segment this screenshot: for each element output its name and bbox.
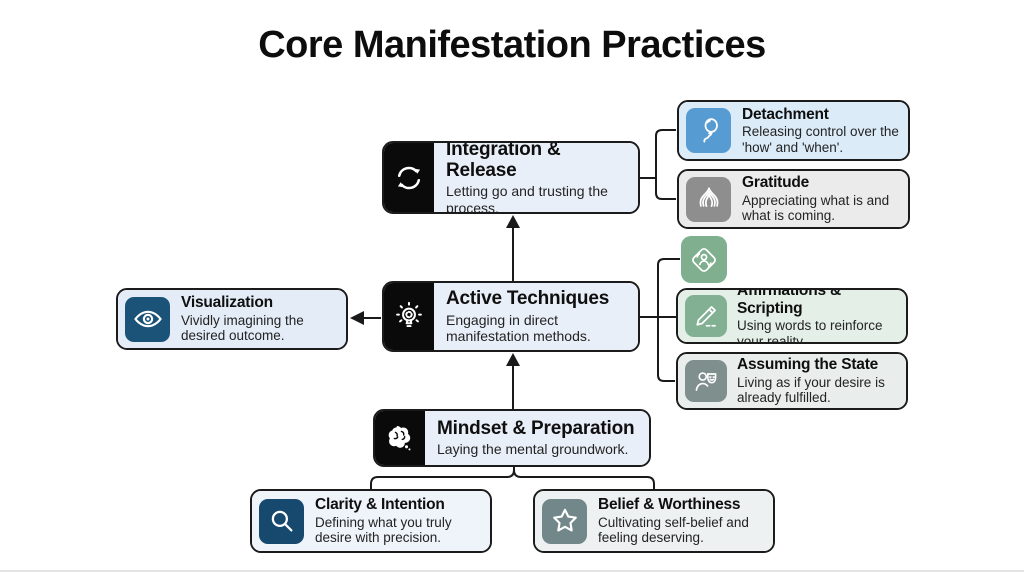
splitter-mindset bbox=[370, 467, 655, 489]
node-desc: Appreciating what is and what is coming. bbox=[742, 192, 890, 224]
arrowhead-up-1 bbox=[506, 215, 520, 228]
node-title: Detachment bbox=[742, 105, 829, 123]
node-title: Integration & Release bbox=[446, 141, 561, 181]
node-body: Visualization Vividly imagining the desi… bbox=[118, 290, 346, 348]
magnifier-icon bbox=[259, 498, 304, 544]
node-body: Clarity & Intention Defining what you tr… bbox=[252, 491, 490, 551]
person-cycle-icon bbox=[681, 236, 727, 283]
node-assuming-the-state: Assuming the State Living as if your des… bbox=[676, 352, 908, 410]
node-desc: Defining what you truly desire with prec… bbox=[315, 514, 452, 546]
mask-person-icon bbox=[685, 360, 727, 402]
node-title: Affirmations & Scripting bbox=[737, 288, 841, 317]
refresh-cycle-icon bbox=[384, 143, 434, 212]
bracket-active bbox=[640, 258, 680, 382]
page-title: Core Manifestation Practices bbox=[258, 24, 766, 66]
node-body: Mindset & Preparation Laying the mental … bbox=[425, 411, 649, 465]
node-active-techniques: Active Techniques Engaging in direct man… bbox=[382, 281, 640, 352]
node-desc: Engaging in direct manifestation methods… bbox=[446, 311, 591, 345]
node-body: Active Techniques Engaging in direct man… bbox=[434, 283, 638, 350]
star-icon bbox=[542, 498, 587, 544]
node-visualization: Visualization Vividly imagining the desi… bbox=[116, 288, 348, 350]
node-desc: Living as if your desire is already fulf… bbox=[737, 374, 885, 406]
arrowhead-up-2 bbox=[506, 353, 520, 366]
node-title: Assuming the State bbox=[737, 356, 879, 374]
node-desc: Releasing control over the 'how' and 'wh… bbox=[742, 124, 899, 155]
node-affirmations-scripting: Affirmations & Scripting Using words to … bbox=[676, 288, 908, 344]
node-belief-worthiness: Belief & Worthiness Cultivating self-bel… bbox=[533, 489, 775, 553]
arrowhead-left bbox=[350, 311, 364, 325]
bottom-edge-line bbox=[0, 570, 1024, 572]
node-body: Gratitude Appreciating what is and what … bbox=[679, 171, 908, 227]
node-gratitude: Gratitude Appreciating what is and what … bbox=[677, 169, 910, 229]
node-desc: Using words to reinforce your reality. bbox=[737, 318, 883, 344]
node-title: Mindset & Preparation bbox=[437, 418, 635, 440]
node-clarity-intention: Clarity & Intention Defining what you tr… bbox=[250, 489, 492, 553]
node-body: Affirmations & Scripting Using words to … bbox=[678, 290, 906, 342]
node-mindset-preparation: Mindset & Preparation Laying the mental … bbox=[373, 409, 651, 467]
node-title: Belief & Worthiness bbox=[598, 496, 741, 514]
node-desc: Letting go and trusting the process. bbox=[446, 183, 608, 214]
node-desc: Cultivating self-belief and feeling dese… bbox=[598, 514, 749, 546]
node-detachment: Detachment Releasing control over the 'h… bbox=[677, 100, 910, 161]
node-title: Active Techniques bbox=[446, 288, 610, 310]
node-body: Integration & Release Letting go and tru… bbox=[434, 143, 638, 212]
balloon-icon bbox=[686, 108, 731, 153]
node-title: Clarity & Intention bbox=[315, 496, 445, 514]
node-integration-release: Integration & Release Letting go and tru… bbox=[382, 141, 640, 214]
node-title: Gratitude bbox=[742, 174, 810, 192]
node-body: Belief & Worthiness Cultivating self-bel… bbox=[535, 491, 773, 551]
node-body: Assuming the State Living as if your des… bbox=[678, 354, 906, 408]
eye-icon bbox=[125, 296, 170, 342]
node-desc: Laying the mental groundwork. bbox=[437, 441, 629, 458]
lightbulb-icon bbox=[384, 283, 434, 350]
node-body: Detachment Releasing control over the 'h… bbox=[679, 102, 908, 159]
praying-hands-icon bbox=[686, 176, 731, 222]
node-desc: Vividly imagining the desired outcome. bbox=[181, 312, 304, 344]
pen-icon bbox=[685, 295, 727, 337]
bracket-integration bbox=[640, 129, 676, 200]
brain-icon bbox=[375, 411, 425, 465]
node-title: Visualization bbox=[181, 294, 273, 312]
